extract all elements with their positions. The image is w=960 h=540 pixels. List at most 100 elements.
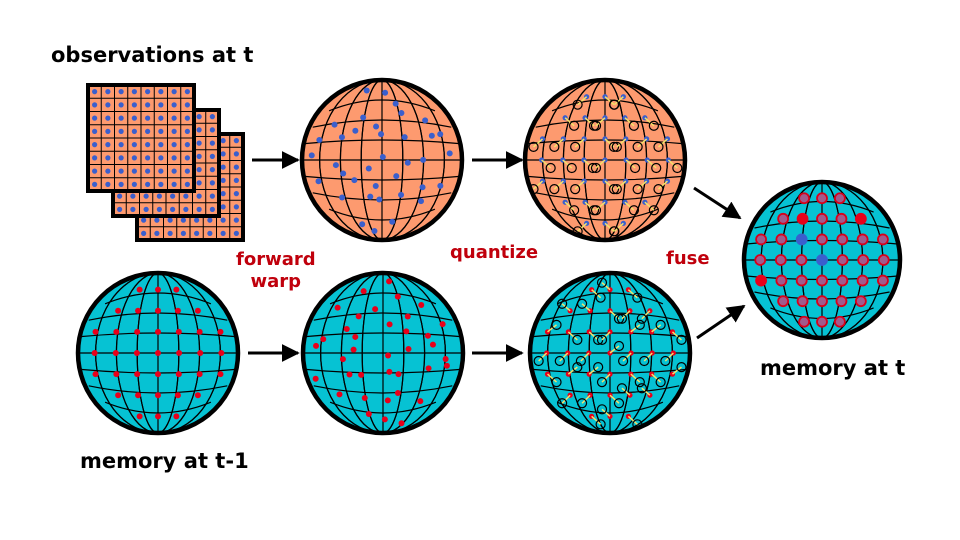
- fused-memory-point: [854, 295, 867, 308]
- observation-point: [207, 217, 213, 223]
- observation-frame-front: [86, 83, 196, 193]
- warped-observation-point: [404, 159, 411, 166]
- observation-point: [170, 193, 176, 199]
- memory-point: [91, 350, 98, 356]
- observation-point: [145, 168, 151, 174]
- memory-point: [173, 413, 180, 420]
- quantize-link: [564, 201, 575, 211]
- observation-point: [196, 114, 202, 120]
- quantize-link: [564, 117, 575, 127]
- quantize-source-marker: [609, 226, 620, 237]
- sphere-parallel: [328, 208, 436, 221]
- quantize-source-marker: [676, 334, 687, 345]
- observation-point: [105, 102, 111, 108]
- quantize-source-marker: [554, 355, 565, 367]
- quantize-link: [567, 331, 578, 341]
- observation-point: [196, 140, 202, 146]
- memory-point: [115, 392, 122, 399]
- memory-point: [217, 371, 224, 378]
- quantize-link: [624, 201, 635, 211]
- observation-point: [184, 142, 190, 148]
- label-memory-at-t-minus-1: memory at t-1: [80, 449, 249, 473]
- memory-point: [92, 328, 99, 335]
- quantize-source-marker: [653, 184, 664, 195]
- quantize-link: [625, 159, 636, 169]
- quantize-link: [580, 352, 590, 362]
- sphere-outline: [527, 270, 693, 436]
- quantize-source-marker: [628, 205, 640, 216]
- warped-observation-point: [351, 177, 358, 184]
- quantize-link: [651, 373, 662, 383]
- fused-memory-point: [816, 274, 828, 287]
- warped-observation-point: [363, 87, 370, 94]
- observation-point: [145, 102, 151, 108]
- observation-point: [233, 230, 239, 236]
- quantize-source-marker: [576, 398, 588, 409]
- observation-point: [158, 128, 164, 134]
- quantize-source-marker: [587, 162, 598, 174]
- warped-memory-point: [336, 391, 343, 398]
- observation-point: [180, 230, 186, 236]
- warped-memory-point: [334, 304, 341, 311]
- fused-memory-point: [856, 233, 869, 246]
- quantize-link: [616, 180, 627, 190]
- warped-observation-point: [379, 153, 386, 160]
- fused-memory-point: [877, 254, 890, 266]
- memory-point: [155, 392, 161, 399]
- observation-point: [158, 115, 164, 121]
- observation-point: [105, 115, 111, 121]
- quantize-source-marker: [551, 319, 562, 330]
- quantize-link: [588, 366, 599, 375]
- observation-point: [196, 153, 202, 159]
- observation-point: [158, 102, 164, 108]
- fused-memory-point: [816, 233, 828, 246]
- warped-memory-point: [404, 313, 411, 320]
- quantize-link: [622, 352, 632, 362]
- quantize-source-marker: [575, 355, 586, 367]
- observation-point: [105, 155, 111, 161]
- sphere-parallel: [313, 312, 453, 321]
- fused-memory-point: [877, 274, 889, 287]
- observation-point: [233, 151, 239, 157]
- quantize-link: [646, 159, 657, 169]
- warped-memory-point: [320, 336, 327, 343]
- warped-memory-point: [439, 321, 446, 328]
- quantize-source-marker: [596, 404, 608, 415]
- fused-memory-point: [755, 233, 767, 246]
- warped-memory-point: [386, 368, 393, 375]
- fused-memory-point: [816, 254, 828, 266]
- observation-point: [154, 230, 160, 236]
- observation-point: [92, 155, 98, 161]
- sphere-parallel: [556, 292, 664, 305]
- quantize-source-marker: [632, 419, 643, 430]
- warped-memory-point: [384, 397, 391, 404]
- warped-observation-point: [419, 184, 426, 191]
- observation-point: [118, 181, 124, 187]
- warped-memory-point: [365, 411, 372, 418]
- memory-point: [217, 328, 224, 335]
- quantize-source-marker: [570, 184, 581, 195]
- quantize-link: [559, 352, 569, 362]
- observation-point: [156, 193, 162, 199]
- quantize-source-marker: [632, 141, 643, 152]
- observation-point: [171, 128, 177, 134]
- quantize-link: [664, 352, 674, 362]
- quantize-source-marker: [572, 334, 583, 345]
- warped-observation-point: [422, 117, 429, 124]
- observation-point: [131, 115, 137, 121]
- quantize-link: [671, 331, 682, 341]
- observation-point: [118, 142, 124, 148]
- quantize-link: [591, 415, 602, 425]
- warped-memory-point: [346, 371, 353, 378]
- label-forward-warp: forward warp: [236, 249, 316, 293]
- memory-point: [136, 286, 143, 293]
- quantize-link: [657, 138, 668, 148]
- sphere-outline: [522, 77, 688, 243]
- memory-point: [174, 392, 181, 399]
- observation-point: [171, 168, 177, 174]
- fused-memory-point: [796, 212, 809, 225]
- memory-point: [112, 350, 119, 356]
- warped-observation-point: [437, 182, 444, 189]
- quantize-link: [604, 96, 615, 106]
